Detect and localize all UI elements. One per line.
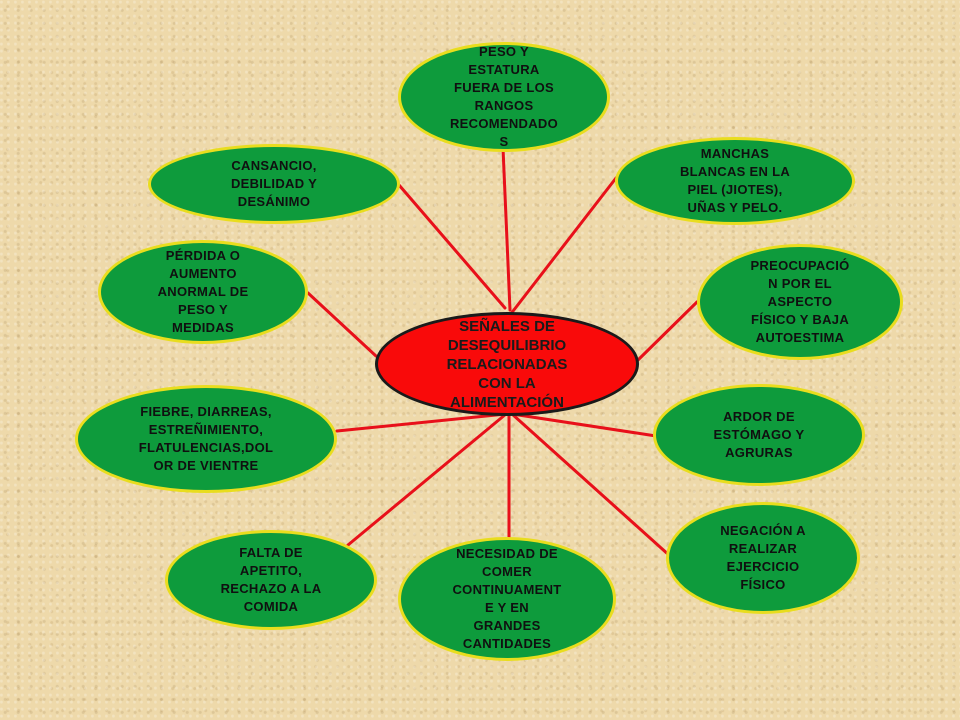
line-fiebre-diarreas [335, 412, 508, 433]
line-manchas-blancas [508, 176, 618, 317]
line-negacion-ejercicio [510, 412, 672, 558]
node-negacion-ejercicio: NEGACIÓN A REALIZAR EJERCICIO FÍSICO [666, 502, 860, 614]
node-fiebre-diarreas: FIEBRE, DIARREAS, ESTREÑIMIENTO, FLATULE… [75, 385, 337, 493]
node-perdida-aumento: PÉRDIDA O AUMENTO ANORMAL DE PESO Y MEDI… [98, 240, 308, 344]
central-topic: SEÑALES DE DESEQUILIBRIO RELACIONADAS CO… [375, 312, 639, 416]
line-perdida-aumento [306, 291, 378, 358]
node-label: ARDOR DE ESTÓMAGO Y AGRURAS [713, 409, 805, 460]
node-label: PÉRDIDA O AUMENTO ANORMAL DE PESO Y MEDI… [157, 248, 249, 335]
node-label: FALTA DE APETITO, RECHAZO A LA COMIDA [220, 545, 322, 614]
node-necesidad-comer: NECESIDAD DE COMER CONTINUAMENT E Y EN G… [398, 537, 616, 661]
node-label: PESO Y ESTATURA FUERA DE LOS RANGOS RECO… [449, 44, 559, 149]
node-ardor-estomago: ARDOR DE ESTÓMAGO Y AGRURAS [653, 384, 865, 486]
line-preocupacion [636, 300, 699, 362]
node-label: CANSANCIO, DEBILIDAD Y DESÁNIMO [230, 158, 318, 209]
node-falta-apetito: FALTA DE APETITO, RECHAZO A LA COMIDA [165, 530, 377, 630]
central-topic-label: SEÑALES DE DESEQUILIBRIO RELACIONADAS CO… [446, 317, 568, 411]
line-cansancio [397, 183, 507, 310]
node-label: PREOCUPACIÓ N POR EL ASPECTO FÍSICO Y BA… [750, 258, 850, 345]
node-label: NECESIDAD DE COMER CONTINUAMENT E Y EN G… [452, 546, 562, 651]
node-label: FIEBRE, DIARREAS, ESTREÑIMIENTO, FLATULE… [138, 404, 274, 473]
node-manchas-blancas: MANCHAS BLANCAS EN LA PIEL (JIOTES), UÑA… [615, 137, 855, 225]
node-label: MANCHAS BLANCAS EN LA PIEL (JIOTES), UÑA… [679, 146, 791, 215]
line-falta-apetito [346, 412, 508, 547]
node-label: NEGACIÓN A REALIZAR EJERCICIO FÍSICO [720, 523, 806, 592]
node-preocupacion: PREOCUPACIÓ N POR EL ASPECTO FÍSICO Y BA… [697, 244, 903, 360]
line-ardor-estomago [510, 412, 658, 438]
node-peso-estatura: PESO Y ESTATURA FUERA DE LOS RANGOS RECO… [398, 42, 610, 152]
node-cansancio: CANSANCIO, DEBILIDAD Y DESÁNIMO [148, 144, 400, 224]
line-peso-estatura [501, 146, 512, 312]
